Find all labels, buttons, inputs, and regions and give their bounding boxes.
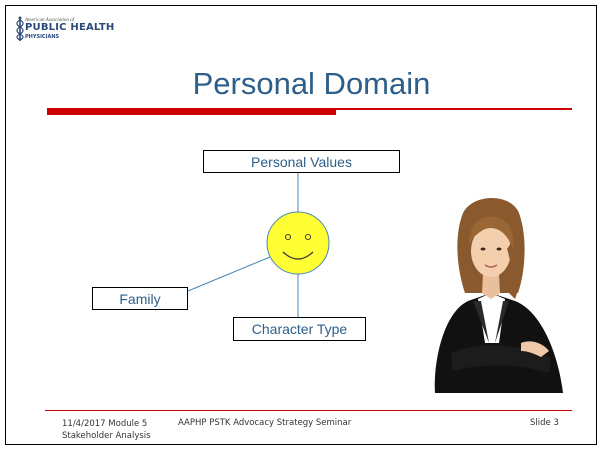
footer-seminar-title: AAPHP PSTK Advocacy Strategy Seminar (178, 418, 352, 428)
title-accent-bar (47, 108, 336, 115)
footer-divider (45, 410, 572, 411)
caduceus-logo-icon (16, 16, 24, 41)
businesswoman-photo (434, 198, 563, 393)
footer-date-module: 11/4/2017 Module 5 Stakeholder Analysis (62, 418, 151, 442)
logo-org-sub: PHYSICIANS (25, 34, 60, 40)
node-family: Family (92, 287, 188, 310)
slide-frame (5, 5, 597, 445)
node-personal-values: Personal Values (203, 150, 400, 173)
logo-org-line: American Association of (25, 18, 75, 23)
title-accent-line (336, 108, 572, 110)
node-character-type: Character Type (233, 317, 366, 341)
footer-module-line: Stakeholder Analysis (62, 431, 151, 441)
footer-slide-number: Slide 3 (530, 418, 559, 428)
connector-family (187, 256, 271, 292)
logo-org-name: PUBLIC HEALTH (25, 22, 115, 33)
footer-date-line: 11/4/2017 Module 5 (62, 419, 148, 429)
smiley-face-icon (266, 211, 330, 275)
slide-title: Personal Domain (192, 66, 431, 101)
